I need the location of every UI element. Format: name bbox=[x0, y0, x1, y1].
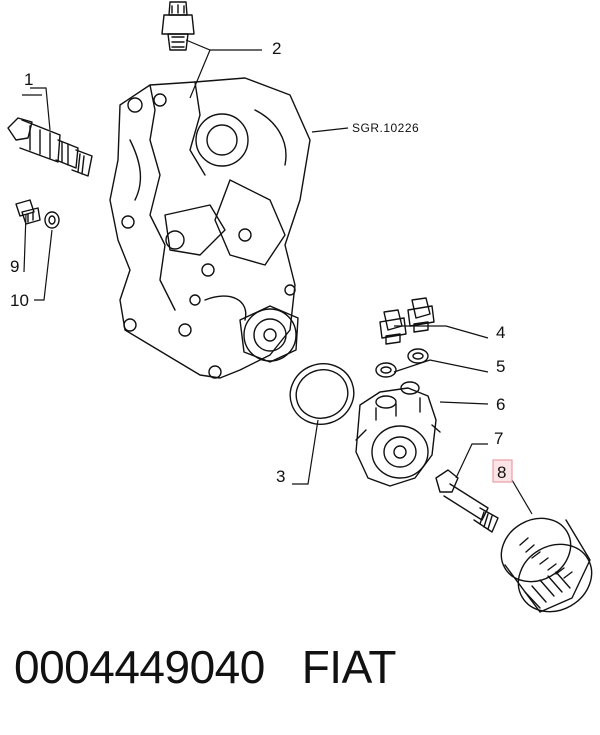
part-1-sensor bbox=[7, 117, 93, 177]
part-4-fittings bbox=[379, 297, 435, 345]
part-number-caption: 0004449040 FIAT bbox=[14, 640, 396, 694]
callout-4: 4 bbox=[496, 323, 505, 342]
part-7-hollow-bolt bbox=[435, 469, 499, 533]
part-6-filter-adapter bbox=[355, 381, 441, 487]
part-9-plug bbox=[15, 199, 41, 225]
part-8-oil-filter bbox=[500, 517, 593, 613]
brand-name: FIAT bbox=[301, 641, 397, 693]
engine-housing bbox=[109, 77, 311, 379]
part-5-washers bbox=[375, 348, 429, 378]
part-number: 0004449040 bbox=[14, 641, 265, 693]
callout-2: 2 bbox=[272, 39, 281, 58]
leader-lines bbox=[22, 39, 533, 515]
callout-10: 10 bbox=[10, 291, 29, 310]
callout-1: 1 bbox=[24, 70, 33, 89]
part-3-oring bbox=[289, 363, 355, 425]
callout-5: 5 bbox=[496, 357, 505, 376]
callout-8-highlight bbox=[492, 459, 513, 483]
callout-9: 9 bbox=[10, 257, 19, 276]
part-2-sender bbox=[161, 1, 195, 51]
callout-8: 8 bbox=[497, 463, 506, 482]
callout-7: 7 bbox=[494, 429, 503, 448]
part-10-washer bbox=[44, 211, 60, 229]
reference-code: SGR.10226 bbox=[352, 121, 419, 135]
callout-6: 6 bbox=[496, 395, 505, 414]
callout-3: 3 bbox=[276, 467, 285, 486]
